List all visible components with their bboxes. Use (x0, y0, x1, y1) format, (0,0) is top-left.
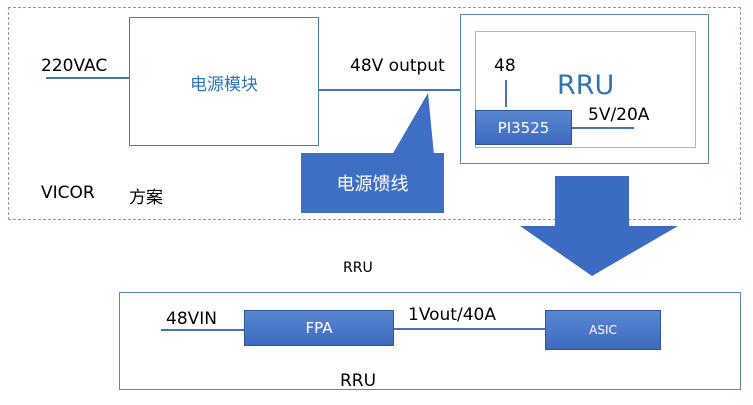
power-feed-callout: 电源馈线 (301, 153, 444, 213)
bottom-input-line (161, 329, 245, 331)
vicor-label: VICOR (41, 183, 95, 203)
rru-title: RRU (557, 70, 615, 101)
bottom-caption-top: RRU (343, 260, 373, 276)
power-feed-label: 电源馈线 (336, 174, 409, 195)
input-220vac-label: 220VAC (41, 56, 108, 76)
scheme-label: 方案 (129, 188, 163, 208)
bottom-input-48vin-label: 48VIN (166, 309, 217, 329)
rru-input-line (505, 80, 507, 107)
output-48v-label: 48V output (350, 56, 445, 76)
fpa-box: FPA (244, 310, 394, 346)
input-220vac-line (46, 77, 130, 79)
vicor-scheme-region (8, 7, 741, 220)
power-module-label: 电源模块 (190, 75, 258, 95)
bottom-caption-bottom: RRU (340, 371, 377, 391)
rru-output-label: 5V/20A (588, 105, 650, 125)
asic-box: ASIC (545, 310, 661, 350)
output-48v-line (319, 89, 476, 91)
rru-input-voltage-label: 48 (494, 56, 516, 76)
pi3525-label: PI3525 (497, 118, 550, 137)
pi3525-converter-box: PI3525 (475, 110, 572, 145)
power-module-box: 电源模块 (129, 17, 319, 146)
fpa-asic-line (394, 328, 546, 330)
asic-label: ASIC (589, 323, 617, 337)
fpa-label: FPA (305, 319, 333, 337)
current-label: 1Vout/40A (408, 305, 496, 325)
rru-output-line (572, 127, 634, 129)
